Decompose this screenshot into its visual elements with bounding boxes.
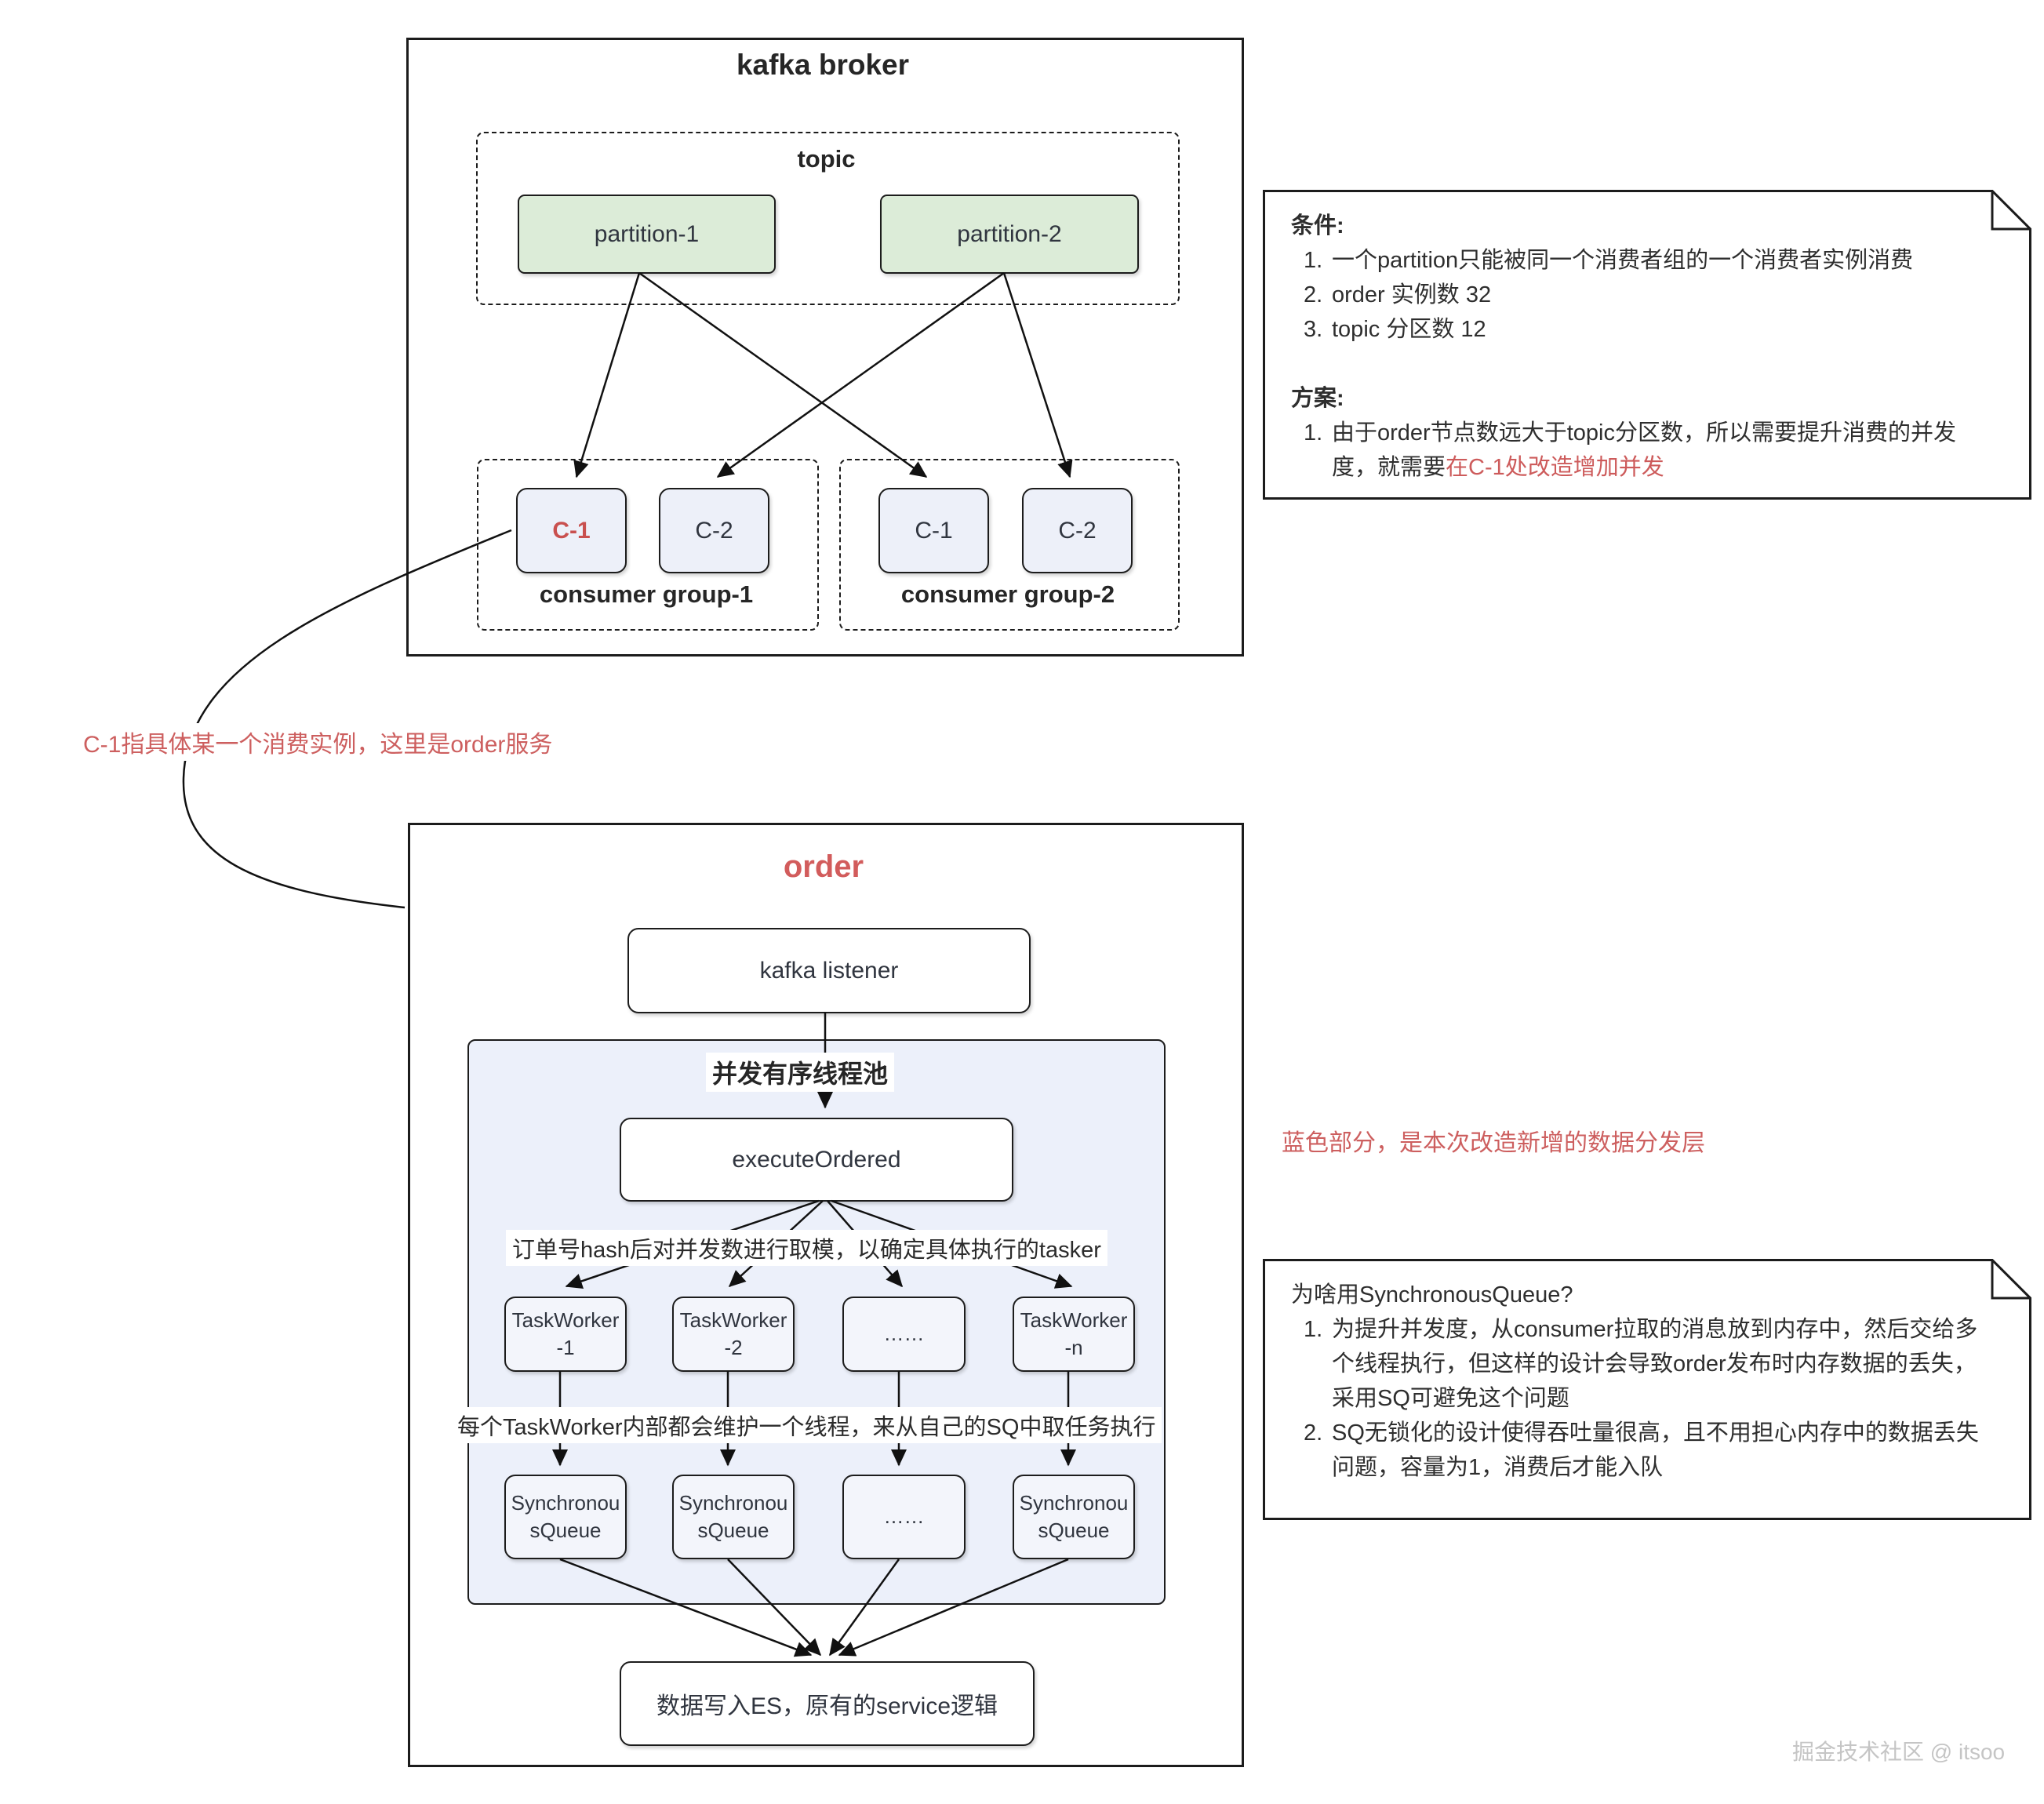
plan-text-red: 在C-1处改造增加并发 — [1446, 455, 1664, 480]
folded-corner-icon — [1991, 187, 2034, 231]
plan-heading: 方案: — [1291, 386, 1344, 411]
sync-queue-2-box: SynchronousQueue — [672, 1475, 795, 1559]
thread-pool-title: 并发有序线程池 — [706, 1053, 895, 1092]
topic-title: topic — [797, 145, 856, 173]
conditions-list: 一个partition只能被同一个消费者组的一个消费者实例消费 order 实例… — [1291, 243, 1984, 347]
execute-ordered-box: executeOrdered — [620, 1118, 1013, 1202]
sq-note: 为啥用SynchronousQueue? 为提升并发度，从consumer拉取的… — [1263, 1257, 2034, 1520]
sync-queue-ellipsis-box: …… — [842, 1475, 966, 1559]
task-worker-ellipsis-box: …… — [842, 1297, 966, 1372]
consumer-group-2-label: consumer group-2 — [900, 580, 1115, 608]
blue-part-note: 蓝色部分，是本次改造新增的数据分发层 — [1277, 1122, 1710, 1159]
condition-item: 一个partition只能被同一个消费者组的一个消费者实例消费 — [1304, 243, 1914, 278]
order-title: order — [783, 849, 864, 884]
sync-queue-n-box: SynchronousQueue — [1013, 1475, 1135, 1559]
consumer-group-1-label: consumer group-1 — [539, 580, 754, 608]
watermark: 掘金技术社区 @ itsoo — [1792, 1740, 2006, 1764]
c1-pointer-note: C-1指具体某一个消费实例，这里是order服务 — [78, 723, 558, 761]
worker-note-strip: 每个TaskWorker内部都会维护一个线程，来从自己的SQ中取任务执行 — [451, 1407, 1162, 1443]
consumer-g2-c2: C-2 — [1022, 488, 1133, 573]
task-worker-2-box: TaskWorker-2 — [672, 1297, 795, 1372]
consumer-g2-c1: C-1 — [878, 488, 989, 573]
partition-1-box: partition-1 — [518, 195, 776, 274]
sq-item: SQ无锁化的设计使得吞吐量很高，且不用担心内存中的数据丢失问题，容量为1，消费后… — [1304, 1416, 1979, 1480]
conditions-heading: 条件: — [1291, 213, 1344, 238]
sq-list: 为提升并发度，从consumer拉取的消息放到内存中，然后交给多个线程执行，但这… — [1291, 1312, 1984, 1485]
condition-item: order 实例数 32 — [1304, 278, 1492, 312]
hash-note-strip: 订单号hash后对并发数进行取模，以确定具体执行的tasker — [506, 1230, 1107, 1266]
task-worker-n-box: TaskWorker-n — [1013, 1297, 1135, 1372]
sq-item: 为提升并发度，从consumer拉取的消息放到内存中，然后交给多个线程执行，但这… — [1304, 1312, 1978, 1411]
folded-corner-icon — [1991, 1257, 2034, 1300]
sq-heading: 为啥用SynchronousQueue? — [1291, 1282, 1573, 1308]
condition-item: topic 分区数 12 — [1304, 312, 1486, 347]
task-worker-1-box: TaskWorker-1 — [504, 1297, 627, 1372]
kafka-listener-box: kafka listener — [627, 928, 1031, 1013]
consumer-g1-c1: C-1 — [516, 488, 627, 573]
plan-list: 由于order节点数远大于topic分区数，所以需要提升消费的并发度，就需要在C… — [1291, 416, 1984, 485]
conditions-note: 条件: 一个partition只能被同一个消费者组的一个消费者实例消费 orde… — [1263, 187, 2034, 500]
es-sink-box: 数据写入ES，原有的service逻辑 — [620, 1661, 1035, 1746]
sync-queue-1-box: SynchronousQueue — [504, 1475, 627, 1559]
consumer-g1-c2: C-2 — [659, 488, 769, 573]
plan-text: 由于order节点数远大于topic分区数，所以需要提升消费的并发度，就需要 — [1332, 420, 1956, 480]
partition-2-box: partition-2 — [880, 195, 1139, 274]
plan-item: 由于order节点数远大于topic分区数，所以需要提升消费的并发度，就需要在C… — [1300, 416, 1984, 485]
kafka-broker-title: kafka broker — [736, 49, 910, 81]
